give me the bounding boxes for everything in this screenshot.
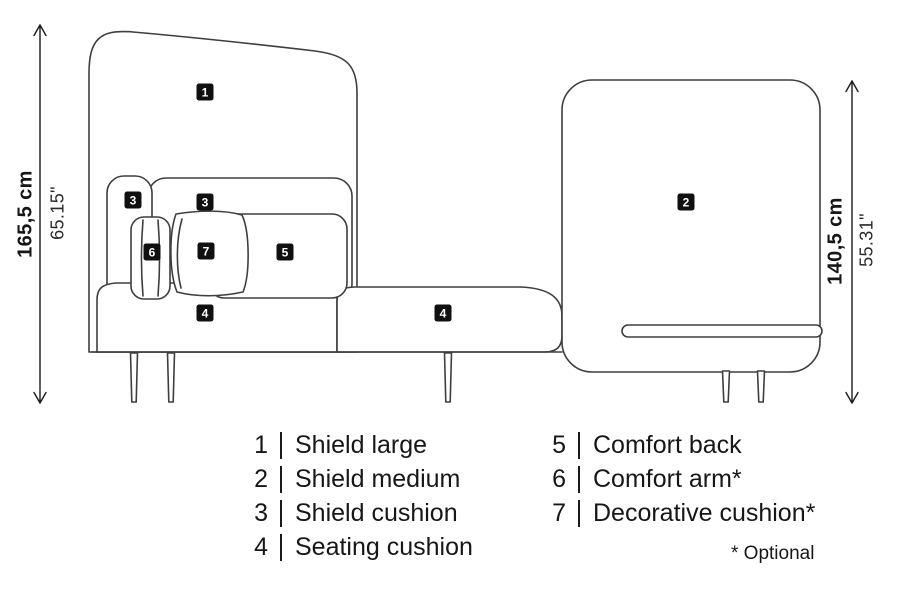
legend-column-2: 5 Comfort back 6 Comfort arm* 7 Decorati… <box>538 428 815 530</box>
legend-column-1: 1 Shield large 2 Shield medium 3 Shield … <box>240 428 473 564</box>
legend-item-label: Seating cushion <box>295 532 473 561</box>
part-marker-4a: 4 <box>196 304 214 322</box>
legend-item-label: Shield cushion <box>295 498 458 527</box>
legend-item-label: Comfort back <box>593 430 742 459</box>
sofa-legs <box>129 352 766 403</box>
dimension-arrow-right <box>845 80 859 404</box>
legend-item-label: Shield large <box>295 430 428 459</box>
part-marker-3b: 3 <box>196 193 214 211</box>
part-marker-5: 5 <box>276 243 294 261</box>
separator-bar <box>280 533 282 561</box>
separator-bar <box>280 431 282 459</box>
legend-item-number: 7 <box>552 498 566 527</box>
legend-item-seating-cushion: 4 Seating cushion <box>240 530 473 564</box>
legend-item-number: 3 <box>254 498 268 527</box>
legend-item-number: 6 <box>552 464 566 493</box>
part-marker-1: 1 <box>196 83 214 101</box>
shield-medium-outline <box>561 79 821 373</box>
legend-item-label: Comfort arm* <box>593 464 742 493</box>
legend-item-number: 1 <box>254 430 268 459</box>
part-marker-4b: 4 <box>434 304 452 322</box>
separator-bar <box>280 499 282 527</box>
optional-footnote: * Optional <box>731 543 815 564</box>
part-marker-3a: 3 <box>124 191 142 209</box>
part-marker-2: 2 <box>677 193 695 211</box>
dimension-arrow-left <box>33 24 47 404</box>
legend-item-number: 5 <box>552 430 566 459</box>
legend-item-comfort-arm: 6 Comfort arm* <box>538 462 815 496</box>
legend-item-shield-cushion: 3 Shield cushion <box>240 496 473 530</box>
separator-bar <box>280 465 282 493</box>
legend-item-comfort-back: 5 Comfort back <box>538 428 815 462</box>
separator-bar <box>578 431 580 459</box>
legend-item-label: Decorative cushion* <box>593 498 816 527</box>
legend-item-decorative-cushion: 7 Decorative cushion* <box>538 496 815 530</box>
shield-medium-ledge <box>621 324 823 338</box>
part-marker-6: 6 <box>143 243 161 261</box>
separator-bar <box>578 465 580 493</box>
legend-item-shield-large: 1 Shield large <box>240 428 473 462</box>
comfort-arm-seam-1 <box>140 219 144 297</box>
legend-item-label: Shield medium <box>295 464 461 493</box>
part-marker-7: 7 <box>197 242 215 260</box>
decorative-cushion-piping <box>176 218 183 289</box>
separator-bar <box>578 499 580 527</box>
legend-item-number: 2 <box>254 464 268 493</box>
legend-item-shield-medium: 2 Shield medium <box>240 462 473 496</box>
legend-item-number: 4 <box>254 532 268 561</box>
